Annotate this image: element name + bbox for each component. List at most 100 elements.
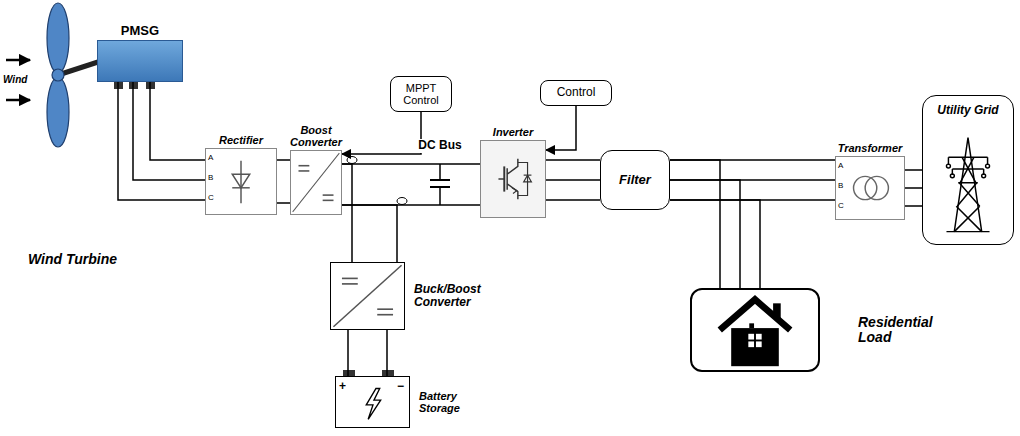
diode-symbol	[206, 149, 276, 214]
wire	[342, 164, 480, 205]
pin-label: C	[208, 194, 214, 203]
current-sensor	[397, 198, 407, 205]
igbt-symbol	[481, 141, 545, 217]
grid-box: Utility Grid	[922, 95, 1014, 245]
drawing-part	[986, 164, 990, 168]
dc-dc-symbol	[291, 151, 341, 214]
figure-label: Wind Turbine	[28, 252, 117, 267]
control-box: Control	[540, 80, 612, 106]
wind-label: Wind	[3, 74, 27, 85]
drawing-part	[498, 178, 504, 179]
drawing-part	[756, 317, 761, 322]
transformer-box: Transformer	[835, 156, 905, 220]
dc-dc-symbol	[331, 263, 404, 329]
node-heading: Transformer	[838, 142, 903, 154]
drawing-part	[342, 278, 358, 280]
wire	[342, 164, 397, 262]
load-box: Residential Load	[690, 288, 820, 372]
wire	[348, 330, 387, 376]
wind-arrow	[6, 59, 30, 62]
drawing-part	[946, 164, 950, 168]
capacitor-plate	[430, 179, 450, 181]
drawing-part	[946, 231, 989, 232]
current-sensor	[347, 157, 357, 164]
drawing-part	[773, 303, 781, 318]
node-text: MPPT Control	[395, 82, 447, 106]
dc-bus-capacitor	[430, 164, 450, 205]
drawing-part	[950, 174, 954, 178]
turbine-hub	[52, 69, 64, 81]
drawing-part	[342, 283, 358, 285]
control-arrow	[342, 112, 421, 154]
pin-label: B	[838, 182, 843, 191]
drawing-part	[333, 265, 401, 327]
converter-box: Buck/Boost Converter	[330, 262, 405, 330]
node-heading: Buck/Boost Converter	[414, 283, 496, 309]
turbine-rotor	[47, 3, 98, 147]
wind-arrow	[6, 99, 30, 102]
wire	[905, 170, 922, 206]
drawing-part	[240, 161, 241, 204]
drawing-part	[954, 157, 981, 231]
node-heading: Rectifier	[219, 134, 263, 146]
drawing-part	[232, 187, 250, 188]
drawing-part	[299, 165, 310, 167]
control-box: MPPT Control	[390, 76, 452, 112]
pylon-icon	[923, 96, 1013, 244]
drawing-part	[366, 389, 380, 420]
drawing-part	[293, 153, 340, 212]
filter-box: Filter	[600, 150, 670, 210]
node-heading: PMSG	[121, 24, 159, 38]
drawing-part	[748, 341, 754, 347]
generator-terminals	[114, 82, 155, 89]
drawing-part	[323, 194, 334, 196]
drawing-part	[299, 170, 310, 172]
drawing-part	[749, 323, 754, 328]
drawing-part	[748, 334, 754, 340]
wire	[546, 160, 600, 200]
node-heading: Battery Storage	[419, 390, 479, 414]
drawing-part	[377, 314, 393, 316]
turbine-blade	[47, 77, 69, 147]
drawing-part	[524, 175, 532, 182]
drawing-part	[323, 200, 334, 202]
pin-label: C	[838, 202, 844, 211]
drawing-part	[507, 159, 518, 200]
control-arrow	[546, 106, 576, 150]
drawing-part	[954, 138, 981, 232]
transformer-symbol	[836, 157, 904, 219]
wire	[118, 82, 205, 200]
capacitor-lead	[439, 164, 441, 180]
rectifier-box: Rectifier	[205, 148, 277, 215]
drawing-part	[756, 334, 762, 340]
drawing-part	[524, 175, 532, 176]
drawing-part	[948, 157, 987, 182]
node-heading: Residential Load	[858, 315, 940, 346]
pin-label: −	[397, 380, 404, 393]
house-icon	[692, 290, 818, 370]
converter-box: Boost Converter	[290, 150, 342, 215]
node-text: Utility Grid	[923, 104, 1013, 117]
pin-label: A	[208, 154, 213, 163]
wire	[670, 160, 760, 288]
generator-box: PMSG	[97, 40, 183, 82]
pin-label: A	[838, 162, 843, 171]
node-heading: Boost Converter	[280, 124, 352, 148]
node-text: Control	[545, 86, 607, 99]
drawing-part	[756, 341, 762, 347]
drawing-part	[506, 168, 507, 189]
drawing-part	[948, 157, 987, 175]
drawing-part	[720, 300, 790, 330]
pin-label: +	[339, 380, 346, 393]
node-text: Filter	[605, 173, 665, 187]
capacitor-lead	[439, 187, 441, 205]
turbine-blade	[47, 3, 69, 73]
bus-label: DC Bus	[416, 139, 463, 152]
drawing-part	[731, 328, 779, 366]
pin-label: B	[208, 174, 213, 183]
node-heading: Inverter	[493, 126, 533, 138]
drawing-part	[865, 176, 888, 199]
drawing-part	[232, 174, 250, 188]
drawing-part	[518, 163, 528, 196]
